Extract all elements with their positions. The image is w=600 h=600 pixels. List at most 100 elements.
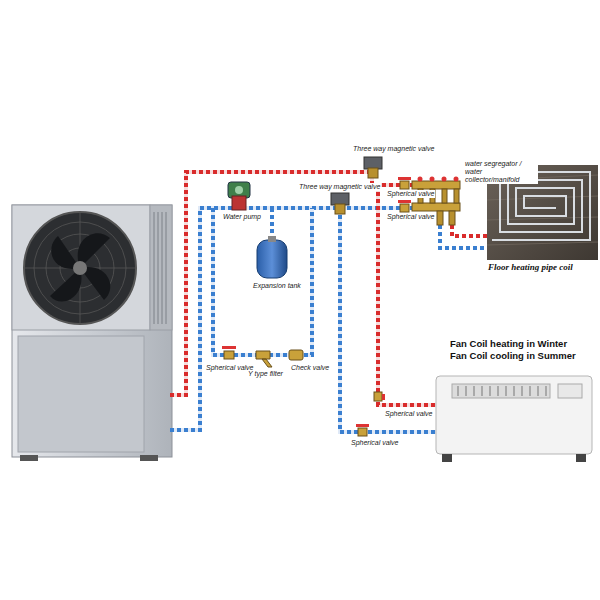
- component-label: Expansion tank: [252, 282, 302, 290]
- component-label: Check valve: [290, 364, 330, 372]
- fan-coil-unit: [506, 386, 507, 396]
- hot-water-pipe: [452, 225, 487, 236]
- valve-symbol: [222, 346, 236, 349]
- cold-water-pipe: [213, 208, 312, 355]
- three-way-valve-symbol: [368, 168, 378, 178]
- cold-water-pipe: [440, 225, 487, 248]
- water-pump-symbol: [232, 196, 246, 210]
- cold-water-pipe: [170, 208, 412, 430]
- heat-pump-unit: [140, 455, 158, 461]
- manifold-symbol: [412, 181, 460, 189]
- valve-symbol: [224, 351, 234, 359]
- hot-water-pipe: [170, 172, 487, 405]
- fan-coil-unit: [546, 386, 547, 396]
- expansion-tank-symbol: [257, 236, 287, 278]
- valve-symbol: [289, 350, 303, 360]
- component-label: water segregator / water collector/manif…: [464, 160, 538, 184]
- three-way-valve-symbol: [331, 193, 349, 205]
- cold-water-pipe: [213, 208, 312, 355]
- hot-water-pipe: [378, 185, 436, 405]
- cold-water-pipe: [170, 208, 412, 430]
- component-label: Three way magnetic valve: [352, 145, 435, 153]
- photo-caption: Floor heating pipe coil: [488, 262, 600, 273]
- manifold-symbol: [449, 211, 455, 225]
- fan-coil-unit: [482, 386, 483, 396]
- valve-symbol: [374, 392, 382, 401]
- three-way-valve-symbol: [364, 157, 382, 169]
- fan-coil-panel: Fan Coil heating in WinterFan Coil cooli…: [436, 336, 598, 464]
- component-label: Spherical valve: [384, 410, 433, 418]
- heat-pump-unit: [20, 455, 38, 461]
- heat-pump-unit: [73, 261, 87, 275]
- unit-heading: Fan Coil cooling in Summer: [450, 350, 598, 362]
- hot-water-pipe: [378, 185, 436, 405]
- hot-water-pipe: [170, 172, 412, 395]
- fan-coil-unit: [436, 376, 592, 454]
- manifold-symbol: [418, 177, 459, 182]
- fan-coil-unit: [442, 454, 452, 462]
- valve-symbol: [398, 200, 411, 203]
- manifold-symbol: [437, 211, 443, 225]
- heat-pump-unit: [154, 212, 155, 324]
- heat-pump-unit: [150, 205, 172, 330]
- heat-pump-unit: [158, 212, 159, 324]
- manifold-symbol: [442, 177, 447, 182]
- manifold-symbol: [442, 189, 447, 203]
- expansion-tank-symbol: [257, 240, 287, 278]
- fan-coil-unit: [458, 386, 459, 396]
- heat-pump-unit: [154, 212, 166, 324]
- fan-coil-unit: [530, 386, 531, 396]
- valve-symbol: [398, 177, 411, 180]
- water-pump-symbol: [228, 182, 250, 210]
- fan-coil-unit: [558, 384, 582, 398]
- fan-coil-unit: [466, 386, 467, 396]
- component-label: Spherical valve: [386, 213, 435, 221]
- component-label: Y type filter: [247, 370, 284, 378]
- manifold-symbol: [412, 203, 460, 211]
- component-label: Spherical valve: [386, 190, 435, 198]
- heat-pump-unit: [12, 205, 150, 330]
- manifold-symbol: [454, 177, 459, 182]
- valve-symbol: [400, 181, 409, 189]
- hot-water-pipe: [170, 172, 412, 395]
- heat-pump-unit: [24, 212, 136, 324]
- heat-pump-unit: [24, 212, 136, 324]
- fan-coil-unit: [538, 386, 539, 396]
- component-label: Water pump: [222, 213, 262, 221]
- heat-pump-unit: [12, 205, 172, 457]
- heat-pump-unit: [18, 336, 144, 452]
- valve-symbol: [382, 394, 385, 400]
- manifold-symbol: [418, 177, 423, 182]
- unit-heading: Fan Coil heating in Winter: [450, 338, 598, 350]
- fan-coil-unit: [474, 386, 475, 396]
- heat-pump-unit: [50, 233, 110, 301]
- heat-pump-unit: [12, 205, 172, 461]
- valve-symbol: [356, 424, 369, 427]
- valve-symbol: [256, 351, 272, 367]
- component-label: Three way magnetic valve: [298, 183, 381, 191]
- floor-heating-photo: [487, 242, 598, 245]
- cold-water-pipe: [270, 208, 274, 240]
- heat-pump-unit: [162, 212, 163, 324]
- expansion-tank-symbol: [268, 236, 276, 242]
- component-label: Spherical valve: [350, 439, 399, 447]
- manifold-symbol: [454, 189, 459, 203]
- fan-coil-unit: [436, 376, 592, 462]
- valve-symbol: [222, 177, 411, 436]
- water-pump-symbol: [235, 186, 243, 194]
- three-way-valve-symbol: [335, 204, 345, 214]
- fan-coil-unit: [514, 386, 515, 396]
- fan-coil-unit: [522, 386, 523, 396]
- valve-symbol: [358, 428, 367, 436]
- fan-coil-unit: [498, 386, 499, 396]
- valve-symbol: [400, 204, 409, 212]
- cold-water-pipe: [340, 208, 436, 432]
- cold-water-pipe: [340, 208, 436, 432]
- manifold-symbol: [430, 177, 435, 182]
- heat-pump-unit: [166, 212, 167, 324]
- fan-coil-unit: [452, 384, 550, 398]
- fan-coil-unit: [490, 386, 491, 396]
- fan-coil-unit: [458, 386, 546, 396]
- fan-coil-unit: [576, 454, 586, 462]
